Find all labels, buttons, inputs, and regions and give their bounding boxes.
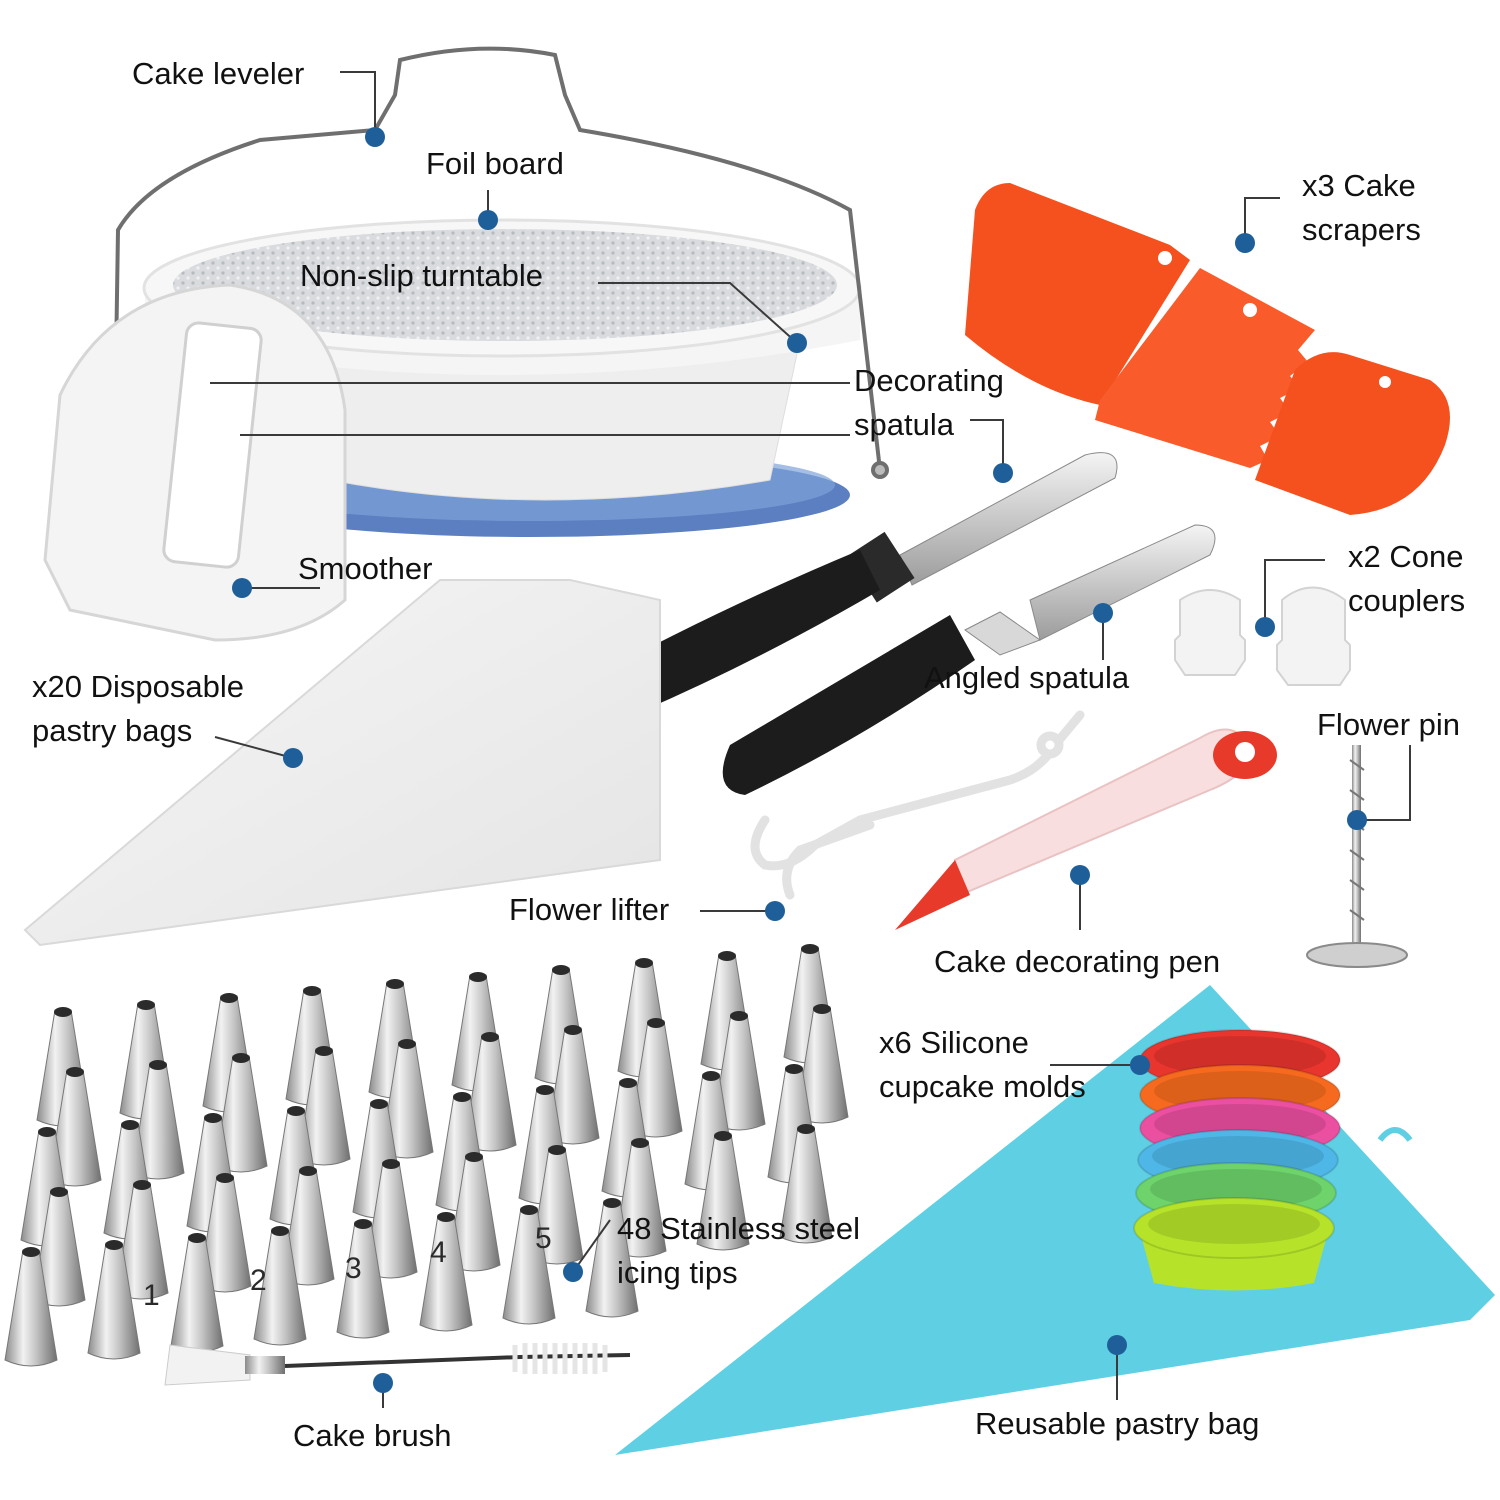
label-smoother: Smoother [298,551,433,586]
icing-tip [115,1180,169,1300]
tip-number-5: 5 [535,1222,552,1255]
label-cake-leveler: Cake leveler [132,56,305,91]
icing-tip [502,1205,556,1325]
marker-dot-16 [1107,1335,1127,1355]
label-decorating-pen: Cake decorating pen [934,944,1221,979]
marker-dot-12 [1070,865,1090,885]
cake-scrapers [965,183,1450,515]
marker-dot-5 [1235,233,1255,253]
label-flower-pin: Flower pin [1317,707,1460,742]
tip-number-1: 1 [143,1279,160,1312]
icing-tip [4,1247,58,1367]
smoother [43,283,347,642]
marker-dot-3 [787,333,807,353]
leaders [210,71,1411,1408]
marker-dot-13 [1130,1055,1150,1075]
icing-tip [585,1198,639,1318]
marker-dot-1 [365,127,385,147]
tip-number-3: 3 [345,1252,362,1285]
icing-tips [4,944,849,1367]
icing-tip [463,1032,517,1152]
marker-dot-14 [563,1262,583,1282]
cupcake-mold-6 [1133,1197,1335,1291]
decorating-spatula [620,452,1118,712]
foil-board [173,229,837,341]
cake-brush [164,1343,631,1386]
icing-tip [779,1124,833,1244]
marker-dot-15 [373,1373,393,1393]
icing-tip [336,1219,390,1339]
label-reusable-bag: Reusable pastry bag [975,1406,1260,1441]
cone-couplers [1174,586,1351,686]
cake-decorating-pen [895,728,1277,930]
flower-lifter [750,710,1085,900]
icing-tip [87,1240,141,1360]
marker-dot-2 [478,210,498,230]
flower-pin [1306,745,1408,968]
tip-number-4: 4 [430,1236,447,1269]
label-angled-spatula: Angled spatula [924,660,1130,695]
icing-tip [696,1131,750,1251]
cupcake-molds [1133,1029,1341,1291]
label-foil-board: Foil board [426,146,564,181]
label-cake-brush: Cake brush [293,1418,452,1453]
marker-dot-7 [1255,617,1275,637]
marker-dot-8 [283,748,303,768]
marker-dot-4 [993,463,1013,483]
turntable [142,218,862,537]
marker-dot-6 [232,578,252,598]
marker-dot-10 [1347,810,1367,830]
label-flower-lifter: Flower lifter [509,892,670,927]
angled-spatula [722,524,1216,795]
icing-tip [253,1226,307,1346]
disposable-pastry-bag [23,579,661,947]
marker-dot-9 [1093,603,1113,623]
markers [232,127,1367,1393]
tip-numbers: 1 2 3 4 5 [143,1222,552,1312]
tip-number-2: 2 [250,1264,267,1297]
icing-tip [419,1212,473,1332]
label-turntable: Non-slip turntable [300,258,543,293]
marker-dot-11 [765,901,785,921]
